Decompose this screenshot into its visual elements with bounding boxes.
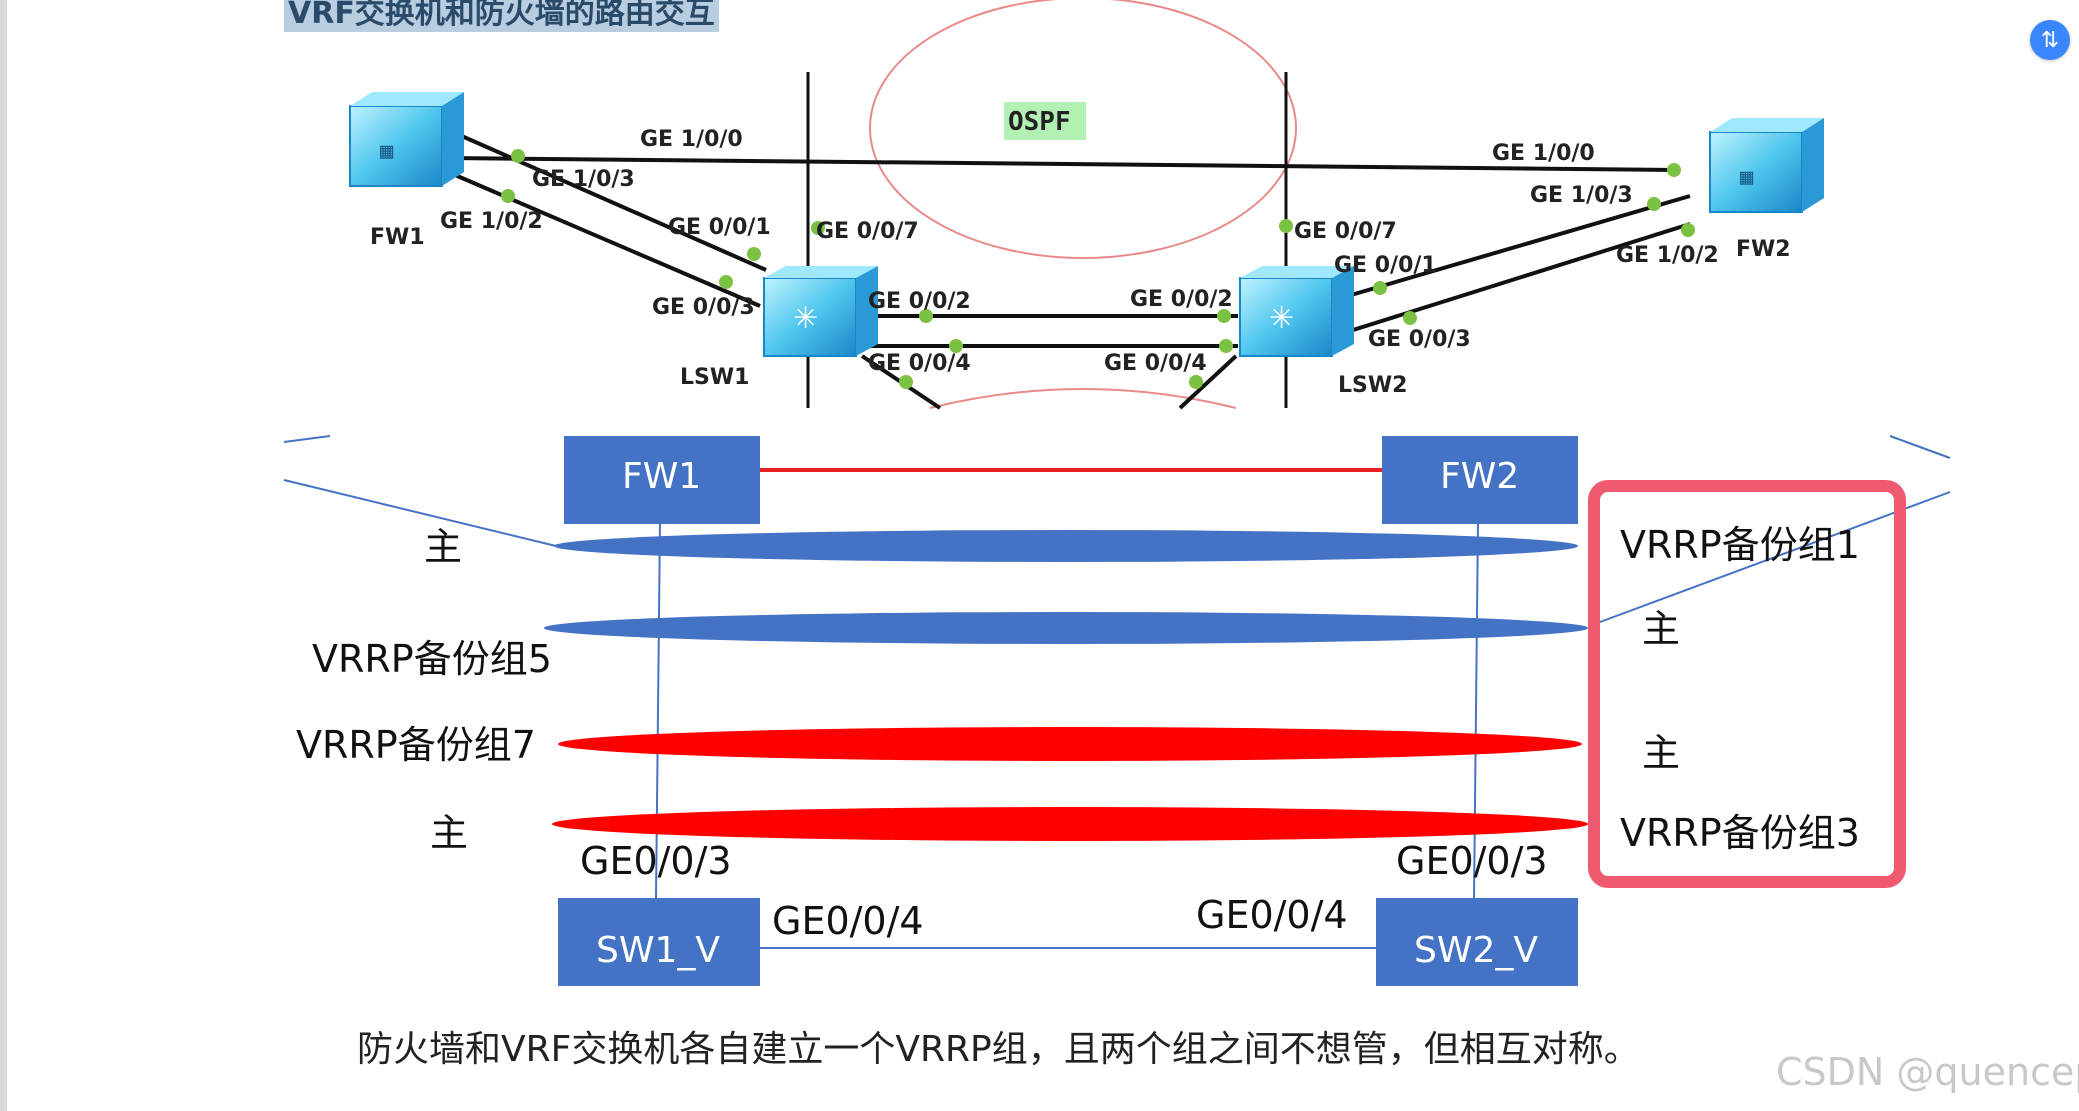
- link-lsw2-down: [1178, 354, 1238, 410]
- fw1-box-label: FW1: [622, 456, 701, 497]
- link-fw1-lsw1-a: [447, 128, 767, 272]
- vrrp-group-label: VRRP备份组7: [296, 723, 536, 767]
- watermark: CSDN @quencep: [1776, 1050, 2079, 1094]
- thin-line: [1599, 491, 1951, 623]
- lsw2-device-icon: ✳: [1239, 266, 1354, 357]
- vrrp1-ellipse: [554, 530, 1578, 562]
- sw1-box: [558, 898, 760, 986]
- sw2-box: [1376, 898, 1578, 986]
- port-label: GE 0/0/1: [668, 215, 771, 240]
- vertical-left: [655, 521, 661, 899]
- sw1-box-label: SW1_V: [596, 930, 720, 971]
- port-label: GE 0/0/2: [1130, 287, 1233, 312]
- port-label: GE 1/0/3: [1530, 183, 1633, 208]
- vrrp3-ellipse: [552, 807, 1588, 841]
- fw2-box-label: FW2: [1440, 456, 1519, 497]
- vertical-right: [1473, 521, 1479, 899]
- svg-text:▦: ▦: [380, 139, 394, 164]
- port-label: GE 1/0/3: [532, 167, 635, 192]
- lsw1-device-icon: ✳: [763, 266, 878, 357]
- master-label: 主: [1642, 731, 1680, 775]
- port-label: GE 1/0/2: [440, 209, 543, 234]
- translate-icon: ⇅: [2040, 27, 2060, 53]
- link-lsw2-fw2-a: [1333, 194, 1691, 302]
- master-label: 主: [1642, 607, 1680, 651]
- top-topology: ▦ ▦ ✳ ✳ OSPF FW1 FW2 LSW1 LSW2 GE 1/0: [349, 0, 1824, 410]
- port-label: GE 1/0/0: [1492, 141, 1595, 166]
- left-scrollbar-edge: [0, 0, 7, 1111]
- port-label: GE 0/0/4: [868, 351, 971, 376]
- port-label: GE0/0/3: [1396, 839, 1548, 883]
- port-label: GE 0/0/2: [868, 289, 971, 314]
- fw2-box: [1382, 436, 1578, 524]
- translate-button[interactable]: ⇅: [2030, 20, 2070, 60]
- link-fw1-fw2: [447, 156, 1677, 172]
- port-label: GE 0/0/7: [816, 219, 919, 244]
- ospf-label-box: [1004, 102, 1086, 140]
- fw2-device-icon: ▦: [1709, 118, 1824, 213]
- vrrp-group-label: VRRP备份组3: [1620, 811, 1860, 855]
- lsw1-label: LSW1: [680, 365, 749, 390]
- fw1-device-icon: ▦: [349, 92, 464, 187]
- link-lsw2-fw2-b: [1333, 222, 1691, 338]
- port-label: GE 0/0/3: [652, 295, 755, 320]
- port-label: GE 0/0/4: [1104, 351, 1207, 376]
- ospf-area-ellipse: [869, 0, 1297, 259]
- fw1-box: [564, 436, 760, 524]
- bottom-vrrp-diagram: FW1 FW2 SW1_V SW2_V 主 VRRP备份组5 VRRP备份组7 …: [283, 435, 1951, 986]
- port-label: GE 0/0/1: [1334, 253, 1437, 278]
- ospf-label: OSPF: [1008, 107, 1071, 137]
- port-label: GE 1/0/2: [1616, 243, 1719, 268]
- port-label: GE0/0/3: [580, 839, 732, 883]
- thin-line: [283, 435, 331, 443]
- fw2-label: FW2: [1736, 237, 1791, 262]
- sw2-box-label: SW2_V: [1414, 930, 1538, 971]
- vrrp-group-label: VRRP备份组5: [312, 637, 552, 681]
- master-label: 主: [424, 525, 462, 569]
- master-label: 主: [430, 811, 468, 855]
- vrrp-group-label: VRRP备份组1: [1620, 523, 1860, 567]
- port-label: GE0/0/4: [1196, 893, 1348, 937]
- section-title: VRF交换机和防火墙的路由交互: [284, 0, 719, 32]
- lsw2-label: LSW2: [1338, 373, 1407, 398]
- svg-text:▦: ▦: [1740, 165, 1754, 190]
- figure-caption: 防火墙和VRF交换机各自建立一个VRRP组，且两个组之间不想管，但相互对称。: [357, 1029, 1640, 1070]
- port-dots: [501, 149, 1695, 389]
- port-label: GE 0/0/3: [1368, 327, 1471, 352]
- link-fw1-lsw1-b: [447, 170, 761, 308]
- svg-text:✳: ✳: [1269, 301, 1294, 336]
- lower-area-arc: [929, 388, 1237, 409]
- thin-line: [1889, 435, 1951, 459]
- port-label: GE 0/0/7: [1294, 219, 1397, 244]
- thin-line: [283, 479, 557, 547]
- fw1-label: FW1: [370, 225, 425, 250]
- vrrp5-ellipse: [544, 612, 1588, 644]
- svg-text:✳: ✳: [793, 301, 818, 336]
- port-label: GE0/0/4: [772, 899, 924, 943]
- vrrp7-ellipse: [558, 727, 1582, 761]
- highlight-box: [1588, 480, 1906, 888]
- port-label: GE 1/0/0: [640, 127, 743, 152]
